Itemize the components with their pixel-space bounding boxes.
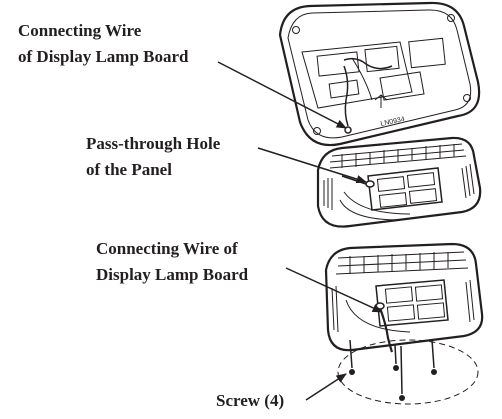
front-panel: [316, 136, 482, 228]
leader-bottom-wire: [285, 267, 383, 313]
label-hole-line2: of the Panel: [86, 160, 172, 179]
label-top-wire-line2: of Display Lamp Board: [18, 47, 189, 66]
label-bottom-wire-line1: Connecting Wire of: [96, 239, 238, 258]
label-top-wire-line1: Connecting Wire: [18, 21, 142, 40]
label-hole-line1: Pass-through Hole: [86, 134, 221, 153]
assembled-unit: [324, 242, 484, 353]
leader-screw: [305, 373, 347, 401]
label-bottom-wire-line2: Display Lamp Board: [96, 265, 249, 284]
display-lamp-board-cover: LN0934: [278, 1, 481, 147]
board-marking: LN0934: [380, 116, 406, 128]
screw-area-circle: [337, 339, 479, 405]
label-screw: Screw (4): [216, 391, 284, 410]
screws: [349, 339, 437, 401]
leader-hole: [257, 147, 368, 184]
leader-top-wire: [217, 61, 347, 129]
